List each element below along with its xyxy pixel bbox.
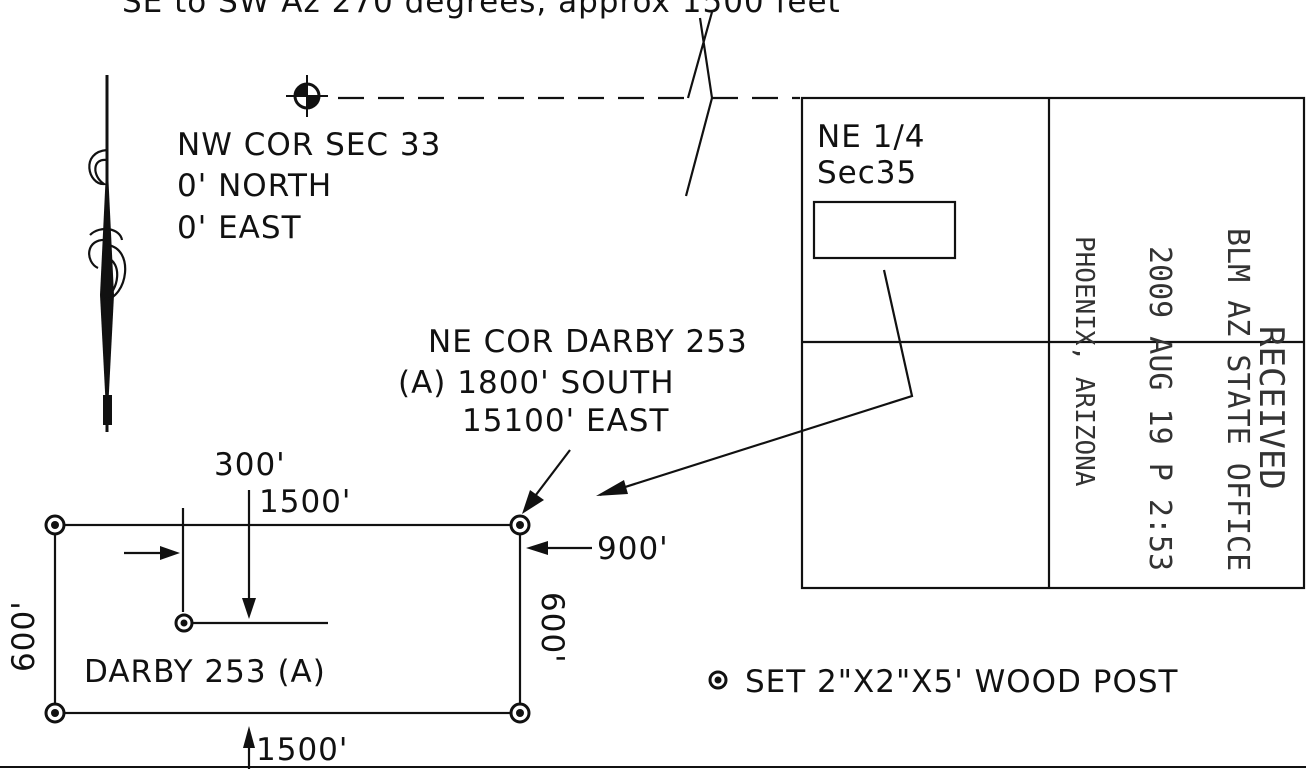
stamp-line-4: PHOENIX, ARIZONA	[1069, 236, 1099, 487]
dim-600-right: 600'	[534, 592, 570, 664]
right-900-dimension	[526, 541, 592, 555]
top-1500-dimension	[242, 490, 256, 619]
tie-line	[338, 11, 800, 197]
claim-name: DARBY 253 (A)	[84, 654, 326, 690]
dim-900: 900'	[597, 531, 669, 567]
benchmark-icon	[286, 75, 328, 117]
north-arrow-icon	[88, 75, 127, 432]
stamp-line-3: 2009 AUG 19 P 2:53	[1142, 246, 1177, 571]
ne-corner-arrow	[522, 449, 571, 514]
stamp-line-2: RECEIVED	[1251, 326, 1291, 490]
inset-label-line-1: NE 1/4	[817, 119, 926, 155]
dim-300: 300'	[214, 447, 286, 483]
inset-claim-box	[812, 200, 957, 260]
legend-text: SET 2"X2"X5' WOOD POST	[745, 664, 1179, 700]
dim-600-left: 600'	[6, 600, 42, 672]
corner-post-icon	[44, 514, 531, 724]
offset-300-dimension	[124, 508, 185, 612]
inset-leader-arrow	[596, 269, 914, 497]
received-stamp: BLM AZ STATE OFFICE RECEIVED 2009 AUG 19…	[1069, 228, 1291, 571]
inset-section-map	[800, 96, 1306, 590]
ne-corner-line-3: 15100' EAST	[462, 403, 669, 439]
nw-corner-line-3: 0' EAST	[177, 210, 302, 246]
dim-1500-top: 1500'	[259, 484, 351, 520]
ne-corner-line-2: (A) 1800' SOUTH	[398, 365, 675, 401]
nw-corner-line-2: 0' NORTH	[177, 168, 332, 204]
bottom-1500-dimension	[243, 726, 255, 769]
nw-corner-line-1: NW COR SEC 33	[177, 127, 441, 163]
inset-label-line-2: Sec35	[817, 155, 917, 191]
legend-post-icon	[708, 670, 728, 690]
claim-boundary	[53, 523, 522, 715]
stamp-line-1: BLM AZ STATE OFFICE	[1220, 228, 1255, 571]
ne-corner-line-1: NE COR DARBY 253	[428, 324, 748, 360]
discovery-monument-icon	[174, 613, 328, 633]
dim-1500-bottom: 1500'	[256, 732, 348, 768]
header-note: SE to SW Az 270 degrees, approx 1500 fee…	[122, 0, 841, 20]
